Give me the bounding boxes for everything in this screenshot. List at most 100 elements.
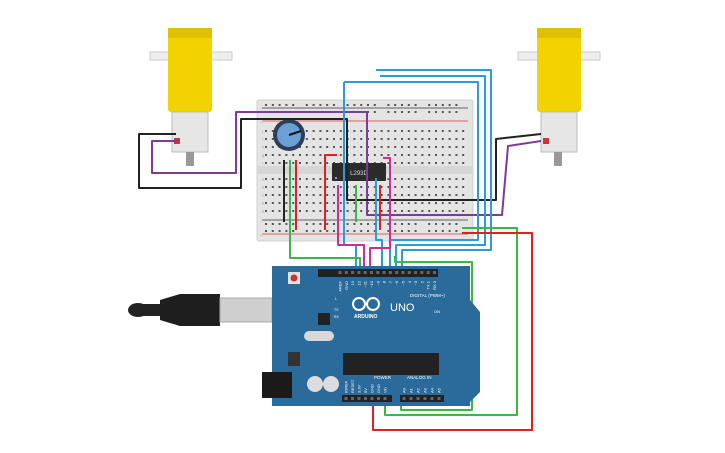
power-label: POWER: [374, 375, 392, 380]
analog-pin-label: A2: [416, 387, 421, 393]
rail-minus-label: -: [260, 106, 262, 111]
arduino-brand: ARDUINO: [354, 314, 377, 320]
row-label: c: [262, 193, 264, 198]
power-pin-label: 5V: [363, 388, 368, 393]
digital-pin[interactable]: [344, 271, 348, 274]
analog-pin-label: A4: [430, 387, 435, 393]
digital-pin-label: 8: [382, 280, 387, 283]
power-pin[interactable]: [377, 397, 380, 400]
l-led-label: L: [335, 297, 337, 301]
wire-red-chip: [324, 154, 337, 230]
digital-pin-label: ~6: [394, 280, 399, 285]
wire-red-5v: [372, 232, 533, 431]
power-pin-label: GND: [370, 384, 375, 393]
wire-magenta-1: [369, 157, 391, 270]
analog-pin-label: A3: [423, 387, 428, 393]
digital-pin[interactable]: [351, 271, 355, 274]
digital-pin-label: 4: [407, 280, 412, 283]
digital-pin-label: ~11: [363, 280, 368, 287]
row-label: i: [262, 137, 263, 142]
digital-pin[interactable]: [388, 271, 392, 274]
row-label: a: [262, 209, 265, 214]
power-pin-label: IOREF: [344, 380, 349, 393]
row-label: h: [262, 145, 264, 150]
digital-pin[interactable]: [376, 271, 380, 274]
digital-label: DIGITAL (PWM~): [410, 293, 445, 298]
digital-pin[interactable]: [370, 271, 373, 274]
tx-led-label: TX: [334, 308, 339, 312]
analog-pin[interactable]: [409, 397, 413, 400]
chip-label: L293D: [350, 171, 368, 177]
power-pin[interactable]: [370, 397, 374, 400]
power-pin[interactable]: [344, 397, 348, 400]
power-pin-label: 3.3V: [357, 384, 362, 393]
left-dc-motor[interactable]: [149, 28, 233, 166]
digital-pin-label: ~3: [413, 280, 418, 285]
digital-pin-label: 2: [419, 280, 424, 283]
row-label: g: [262, 153, 264, 158]
digital-pin[interactable]: [407, 271, 411, 274]
digital-pin[interactable]: [426, 271, 430, 274]
wires[interactable]: [138, 69, 542, 431]
row-label: d: [262, 185, 264, 190]
on-led-label: ON: [434, 309, 440, 314]
digital-pin[interactable]: [420, 271, 424, 274]
digital-pin[interactable]: [401, 271, 405, 274]
arduino-model: UNO: [390, 302, 415, 314]
digital-pin[interactable]: [382, 271, 386, 274]
digital-pin[interactable]: [395, 271, 399, 274]
wire-blue-4: [344, 81, 479, 270]
wire-black: [138, 118, 542, 201]
analog-pin[interactable]: [437, 397, 441, 400]
digital-pin[interactable]: [363, 271, 367, 274]
potentiometer[interactable]: [273, 119, 305, 151]
digital-pin-label: 7: [388, 280, 393, 283]
digital-pin[interactable]: [338, 271, 342, 274]
rail-plus-label-bottom: +: [260, 233, 263, 238]
analog-pin[interactable]: [430, 397, 434, 400]
breadboard-holes[interactable]: [265, 104, 465, 232]
row-label: e: [262, 177, 265, 182]
power-pin-label: Vin: [383, 387, 388, 393]
analog-pin[interactable]: [416, 397, 420, 400]
power-pin[interactable]: [351, 397, 354, 400]
digital-pin[interactable]: [433, 271, 436, 274]
digital-pin-label: ~9: [375, 280, 380, 285]
rail-plus-label: +: [260, 120, 263, 125]
digital-pin-label: 12: [356, 280, 361, 285]
digital-pin-label: RX 0: [432, 280, 437, 290]
digital-pin[interactable]: [357, 271, 361, 274]
power-pin[interactable]: [357, 397, 361, 400]
digital-pin-label: ~5: [401, 280, 406, 285]
row-label: j: [261, 129, 263, 134]
digital-pin-label: GND: [344, 281, 349, 290]
analog-label: ANALOG IN: [407, 375, 432, 380]
digital-pin-label: ~10: [369, 280, 374, 288]
right-dc-motor[interactable]: [517, 28, 601, 166]
rail-minus-label-bottom: -: [260, 218, 262, 223]
row-label: f: [262, 161, 264, 166]
row-label: b: [262, 201, 265, 206]
power-pin[interactable]: [364, 397, 367, 400]
digital-pin[interactable]: [414, 271, 418, 274]
analog-pin-label: A5: [437, 387, 442, 393]
analog-pin[interactable]: [402, 397, 406, 400]
l293d-chip[interactable]: L293D: [332, 163, 386, 181]
wire-purple: [151, 111, 542, 216]
power-pin-label: GND: [376, 384, 381, 393]
digital-pin-label: AREF: [338, 280, 343, 291]
analog-pin-label: A0: [402, 387, 407, 393]
digital-pin-label: TX 1: [426, 280, 431, 289]
rx-led-label: RX: [334, 315, 340, 319]
wire-blue-5: [375, 178, 383, 270]
analog-pin-label: A1: [409, 387, 414, 393]
analog-pin[interactable]: [423, 397, 427, 400]
wire-green-gnd: [384, 227, 518, 416]
power-pin[interactable]: [383, 397, 387, 400]
wire-blue-2: [376, 69, 492, 270]
